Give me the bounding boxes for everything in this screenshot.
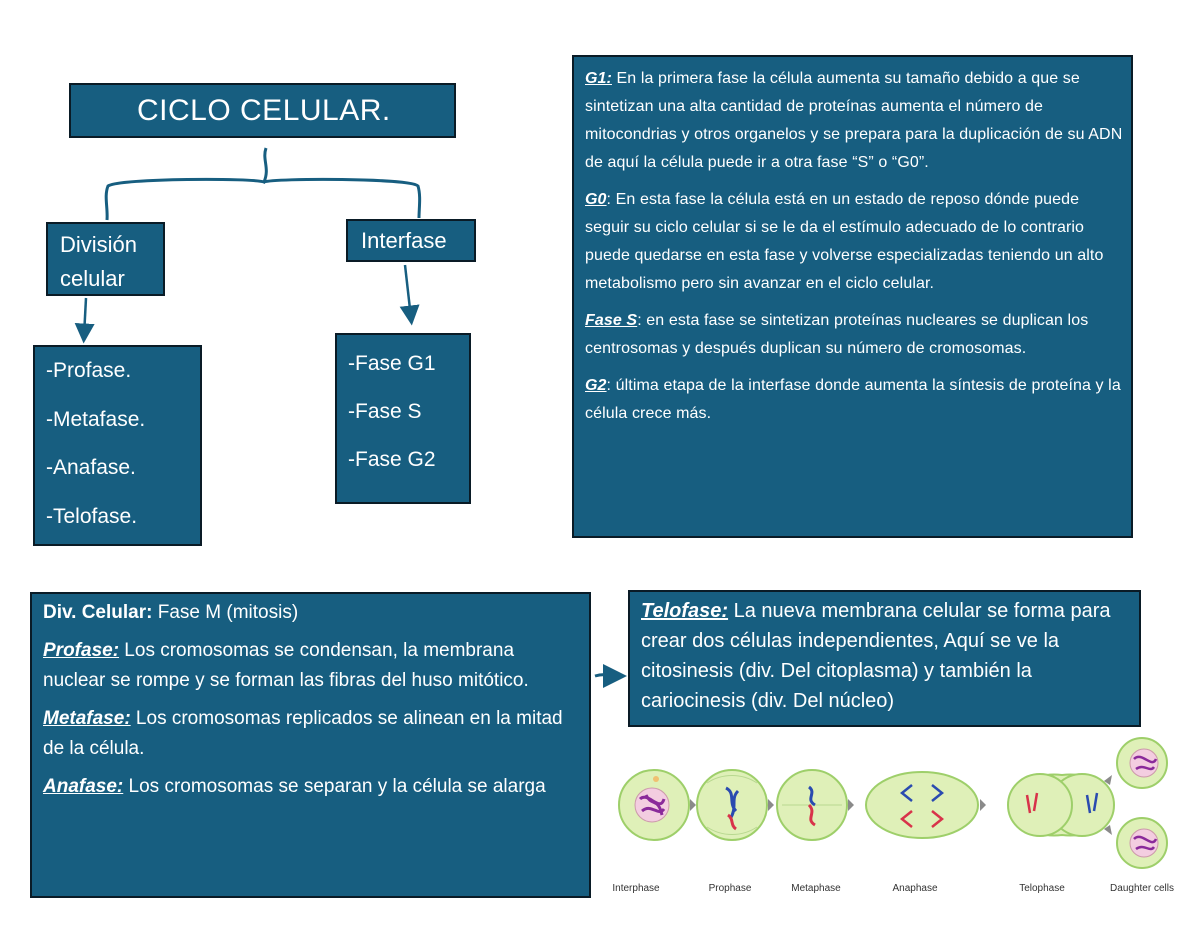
caption-telophase: Telophase [1019, 883, 1065, 894]
metaphase-text: Los cromosomas replicados se alinean en … [43, 708, 563, 759]
prophase-text: Los cromosomas se condensan, la membrana… [43, 640, 529, 691]
list-item: -Metafase. [46, 407, 146, 431]
g1-text: En la primera fase la célula aumenta su … [585, 70, 1123, 171]
mitosis-phase-list: -Profase. -Metafase. -Anafase. -Telofase… [33, 345, 202, 546]
interphase-phase-list: -Fase G1 -Fase S -Fase G2 [335, 333, 471, 504]
s-paragraph: Fase S: en esta fase se sintetizan prote… [585, 307, 1123, 363]
g0-label: G0 [585, 191, 607, 208]
mitosis-stages-graphic [618, 737, 1168, 869]
g0-text: : En esta fase la célula está en un esta… [585, 191, 1104, 292]
caption-metaphase: Metaphase [791, 883, 841, 894]
metaphase-label: Metafase: [43, 708, 131, 729]
g2-paragraph: G2: última etapa de la interfase donde a… [585, 372, 1123, 428]
metaphase-paragraph: Metafase: Los cromosomas replicados se a… [43, 704, 581, 764]
telophase-description-box: Telofase: La nueva membrana celular se f… [628, 590, 1141, 727]
prophase-label: Profase: [43, 640, 120, 661]
telophase-cell-left [1007, 773, 1073, 837]
list-item: -Fase G2 [348, 448, 436, 471]
list-item: -Anafase. [46, 456, 136, 479]
interphase-node: Interfase [346, 219, 476, 262]
telophase-label: Telofase: [641, 600, 729, 622]
mitosis-illustration: Interphase Prophase Metaphase Anaphase T… [612, 733, 1194, 903]
anaphase-cell [865, 771, 979, 839]
g1-paragraph: G1: En la primera fase la célula aumenta… [585, 65, 1123, 177]
g0-paragraph: G0: En esta fase la célula está en un es… [585, 186, 1123, 298]
caption-anaphase: Anaphase [892, 883, 938, 894]
stage-arrows [690, 775, 1112, 835]
telophase-text: La nueva membrana celular se forma para … [641, 600, 1111, 712]
mitosis-heading-bold: Div. Celular: [43, 602, 153, 623]
list-item: -Profase. [46, 359, 132, 382]
mitosis-heading: Div. Celular: Fase M (mitosis) [43, 598, 581, 628]
cell-cycle-title: CICLO CELULAR. [69, 83, 456, 138]
prophase-paragraph: Profase: Los cromosomas se condensan, la… [43, 636, 581, 696]
anaphase-paragraph: Anafase: Los cromosomas se separan y la … [43, 772, 581, 802]
list-item: -Fase G1 [348, 352, 436, 375]
s-label: Fase S [585, 312, 638, 329]
caption-daughter-cells: Daughter cells [1110, 883, 1174, 894]
interphase-description-box: G1: En la primera fase la célula aumenta… [572, 55, 1133, 538]
anaphase-label: Anafase: [43, 776, 124, 797]
caption-interphase: Interphase [612, 883, 660, 894]
s-text: : en esta fase se sintetizan proteínas n… [585, 312, 1089, 357]
mitosis-heading-rest: Fase M (mitosis) [152, 602, 299, 623]
g2-label: G2 [585, 377, 607, 394]
anaphase-text: Los cromosomas se separan y la célula se… [123, 776, 546, 797]
mitosis-description-box: Div. Celular: Fase M (mitosis) Profase: … [30, 592, 591, 898]
list-item: -Telofase. [46, 504, 138, 528]
list-item: -Fase S [348, 400, 422, 423]
caption-prophase: Prophase [708, 883, 752, 894]
cell-division-node: División celular [46, 222, 165, 296]
g2-text: : última etapa de la interfase donde aum… [585, 377, 1121, 422]
g1-label: G1: [585, 70, 612, 87]
